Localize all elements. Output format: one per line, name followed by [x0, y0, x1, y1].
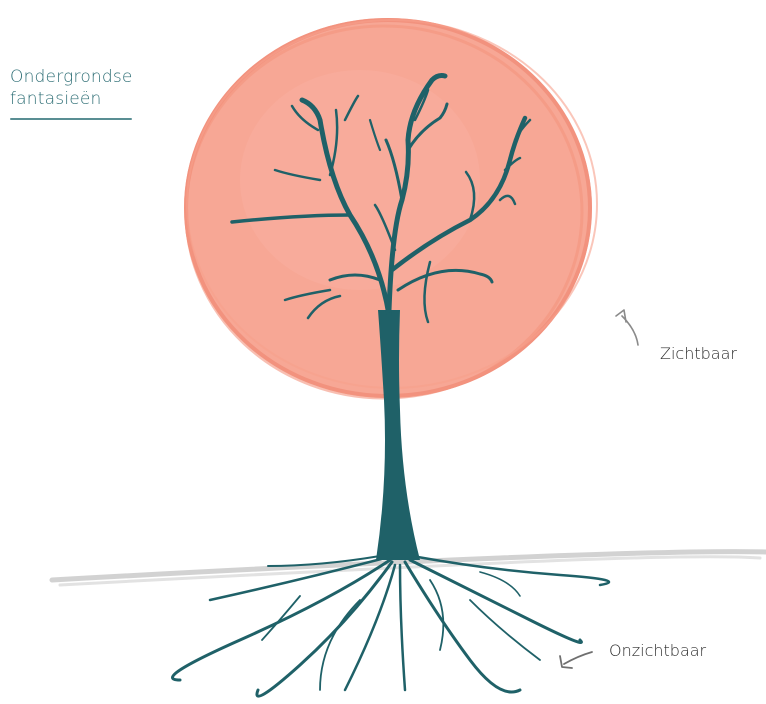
page-title: Ondergrondse fantasieën [10, 66, 133, 110]
arrow-down-left-icon [560, 652, 592, 668]
visible-label: Zichtbaar [660, 344, 737, 363]
title-line-2: fantasieën [10, 88, 133, 110]
title-underline [10, 118, 132, 120]
title-line-1: Ondergrondse [10, 66, 133, 88]
arrow-up-icon [616, 310, 638, 345]
invisible-label: Onzichtbaar [609, 641, 706, 660]
